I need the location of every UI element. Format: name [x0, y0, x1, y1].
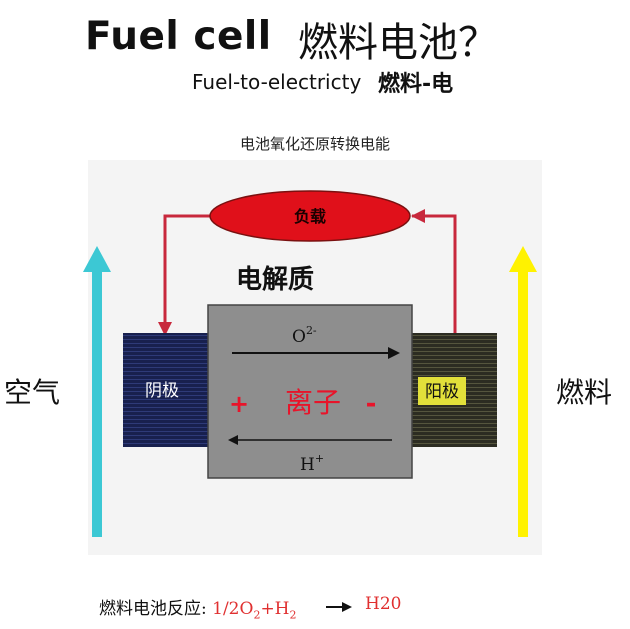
hydrogen-ion-charge: + [315, 452, 324, 465]
formula-product: H20 [365, 594, 402, 614]
title-row: Fuel cell 燃料电池？ [0, 0, 630, 72]
reaction-formula: 燃料电池反应: 1/2O2+H2 [99, 594, 297, 621]
air-arrow-head [83, 246, 111, 272]
fuel-label: 燃料 [556, 376, 612, 409]
anode-label: 阳极 [425, 382, 459, 402]
title-english: Fuel cell [85, 14, 272, 59]
cathode-label: 阴极 [145, 381, 179, 401]
electrolyte-label: 电解质 [236, 265, 314, 295]
electrolyte-block [207, 304, 413, 479]
diagram-caption: 电池氧化还原转换电能 [239, 135, 390, 153]
wire-arrow-down [158, 322, 172, 336]
formula-reactant-hydrogen: +H [260, 599, 290, 619]
cathode-block [123, 333, 211, 447]
formula-reactant-oxygen: 1/2O [212, 599, 254, 619]
plus-sign: + [229, 390, 249, 418]
minus-sign: - [366, 389, 377, 419]
air-label: 空气 [4, 376, 60, 409]
wire-arrow-left [411, 209, 425, 223]
subtitle-chinese: 燃料-电 [378, 72, 454, 97]
ion-label: 离子 [285, 386, 341, 419]
fuel-arrow-shaft [518, 266, 528, 537]
air-arrow-shaft [92, 266, 102, 537]
anode-label-highlight [418, 377, 466, 405]
oxygen-ion-symbol: O [292, 327, 306, 347]
load-label: 负载 [294, 207, 326, 226]
oxygen-ion-charge: 2- [306, 324, 317, 337]
formula-hydrogen-subscript: 2 [289, 608, 297, 622]
title-chinese: 燃料电池？ [298, 20, 498, 66]
subtitle-english: Fuel-to-electricty [192, 70, 362, 94]
formula-oxygen-subscript: 2 [253, 608, 261, 622]
hydrogen-ion-symbol: H [300, 455, 315, 475]
formula-arrow-head [342, 602, 352, 612]
formula-label: 燃料电池反应: [99, 599, 207, 619]
load-ellipse [209, 190, 411, 242]
circuit-wire-right [412, 214, 457, 333]
formula-reactants: 1/2O2+H2 [212, 599, 297, 622]
hydrogen-ion-label: H+ [300, 452, 324, 475]
formula-product-wrap: H20 [365, 594, 401, 614]
oxygen-ion-label: O2- [292, 324, 317, 347]
hydrogen-ion-arrow-head [228, 435, 238, 445]
oxygen-ion-arrow-head [388, 347, 400, 359]
circuit-wire-left [163, 214, 212, 333]
fuel-arrow-head [509, 246, 537, 272]
